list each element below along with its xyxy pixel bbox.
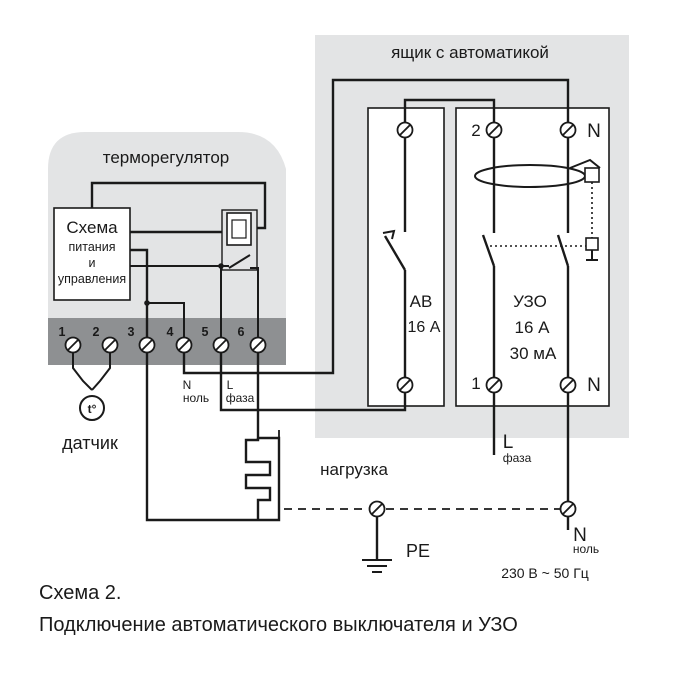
supply-n-label: N	[573, 525, 587, 546]
rcd-left-switch	[481, 234, 496, 267]
wire-t3-t4	[147, 302, 185, 345]
rcd-term-bottom-right: N	[587, 375, 601, 396]
sensor-lead-left	[72, 352, 93, 391]
automation-box-title: ящик с автоматикой	[391, 43, 549, 62]
breaker-screw-bottom	[396, 376, 414, 394]
rcd-screw-top-left	[485, 121, 503, 139]
caption-title: Схема 2.	[39, 582, 122, 604]
circuit-line2: питания	[69, 240, 116, 254]
rcd-term-top-left: 2	[471, 121, 480, 140]
sensor-symbol: t°	[88, 402, 97, 416]
relay-coil-inner	[231, 219, 247, 239]
wire-relay-top	[90, 181, 267, 230]
rcd-test-block	[585, 237, 599, 251]
rcd-term-top-right: N	[587, 121, 601, 142]
rcd-body	[455, 107, 610, 407]
load-element	[244, 438, 272, 520]
sensor-icon	[79, 395, 105, 421]
circuit-line4: управления	[58, 272, 126, 286]
wire-breaker-rcd-top	[403, 98, 496, 130]
ground-label: PE	[406, 541, 430, 561]
relay-contact	[228, 254, 251, 269]
terminal-label: 1	[59, 325, 66, 339]
terminal-label: 3	[128, 325, 135, 339]
rcd-screw-bottom-left	[485, 376, 503, 394]
terminal-label: 4	[167, 325, 174, 339]
supply-voltage: 230 В ~ 50 Гц	[501, 565, 589, 581]
rcd-trip-relay	[584, 167, 600, 183]
terminal-strip	[48, 318, 286, 365]
supply-l-label: L	[503, 432, 514, 453]
terminal-screw-2	[101, 336, 119, 354]
rcd-screw-bottom-right	[559, 376, 577, 394]
thermostat-l-label: L	[227, 378, 234, 392]
breaker-screw-top	[396, 121, 414, 139]
wire-phase-to-breaker	[219, 352, 407, 412]
supply-n-sub: ноль	[573, 542, 599, 556]
breaker-switch	[383, 235, 407, 271]
circuit-line3: и	[89, 256, 96, 270]
terminal-screw-3	[138, 336, 156, 354]
terminal-screw-6	[249, 336, 267, 354]
sensor-label: датчик	[62, 433, 118, 453]
wire-relay-t6	[250, 267, 259, 345]
wire-circuit-t3	[130, 248, 149, 345]
breaker-latch-icon	[382, 229, 396, 240]
terminal-label: 6	[238, 325, 245, 339]
rcd-leakage: 30 мА	[510, 344, 557, 363]
supply-l-sub: фаза	[503, 451, 532, 465]
terminal-label: 2	[93, 325, 100, 339]
breaker-name: АВ	[410, 292, 433, 311]
thermostat-l-sub: фаза	[226, 391, 255, 405]
breaker-rating: 16 А	[408, 319, 441, 336]
terminal-screw-5	[212, 336, 230, 354]
neutral-terminal	[559, 500, 577, 518]
relay-coil	[226, 212, 252, 246]
rcd-name: УЗО	[513, 292, 547, 311]
thermostat-title: терморегулятор	[103, 148, 230, 167]
terminal-label: 5	[202, 325, 209, 339]
rcd-rating: 16 А	[515, 318, 551, 337]
rcd-sense-lead	[569, 158, 601, 169]
pe-terminal	[368, 500, 386, 518]
caption-text: Подключение автоматического выключателя …	[39, 614, 518, 636]
sensor-lead-right	[91, 352, 111, 391]
circuit-line1: Схема	[66, 218, 118, 237]
rcd-screw-top-right	[559, 121, 577, 139]
load-label: нагрузка	[320, 460, 388, 479]
wire-load-loop	[145, 352, 281, 522]
rcd-right-switch	[556, 234, 570, 267]
terminal-row: 1 2 3 4 5 6	[59, 325, 267, 354]
relay-frame	[221, 209, 258, 271]
thermostat-n-label: N	[183, 378, 192, 392]
wire-neutral-to-rcd	[182, 78, 570, 375]
thermostat-n-sub: ноль	[183, 391, 209, 405]
terminal-screw-1	[64, 336, 82, 354]
rcd-term-bottom-left: 1	[471, 374, 480, 393]
terminal-screw-4	[175, 336, 193, 354]
